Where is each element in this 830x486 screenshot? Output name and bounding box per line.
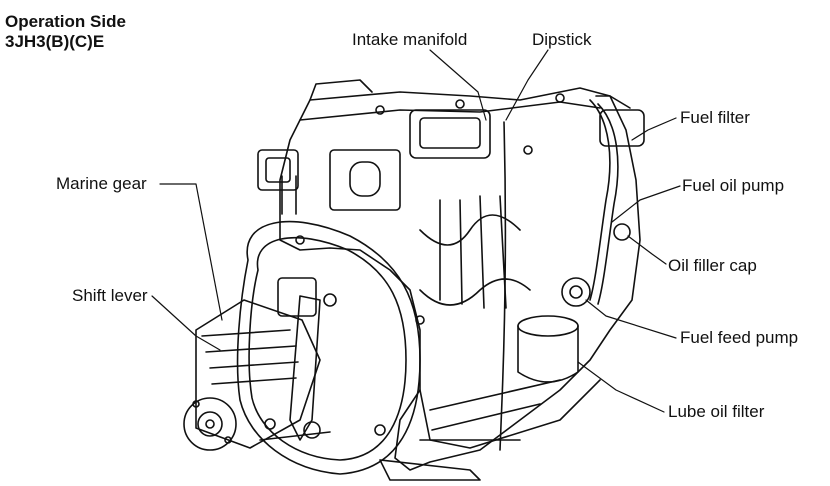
leader-fuel-filter <box>631 117 677 141</box>
flywheel-housing <box>236 220 421 475</box>
leader-marine-gear <box>159 183 223 321</box>
leader-dipstick <box>505 49 549 121</box>
label-lube-oil-filter: Lube oil filter <box>668 402 765 421</box>
label-marine-gear: Marine gear <box>56 174 147 193</box>
heading-title: Operation Side <box>5 12 126 31</box>
label-fuel-filter: Fuel filter <box>680 108 750 127</box>
leader-shift-lever <box>151 295 221 351</box>
label-oil-filler-cap: Oil filler cap <box>668 256 757 275</box>
marine-gear <box>183 295 331 451</box>
label-dipstick: Dipstick <box>532 30 592 49</box>
engine-block <box>257 79 645 471</box>
leader-lube-oil-filter <box>577 361 665 413</box>
leader-fuel-feed-pump <box>585 299 677 339</box>
label-fuel-feed-pump: Fuel feed pump <box>680 328 799 347</box>
leader-lines <box>151 49 681 413</box>
label-intake-manifold: Intake manifold <box>352 30 468 49</box>
label-shift-lever: Shift lever <box>72 286 148 305</box>
heading-model: 3JH3(B)(C)E <box>5 32 105 51</box>
label-fuel-oil-pump: Fuel oil pump <box>682 176 785 195</box>
mounting-base <box>379 439 521 481</box>
leader-oil-filler-cap <box>627 235 667 265</box>
leader-fuel-oil-pump <box>611 185 681 223</box>
